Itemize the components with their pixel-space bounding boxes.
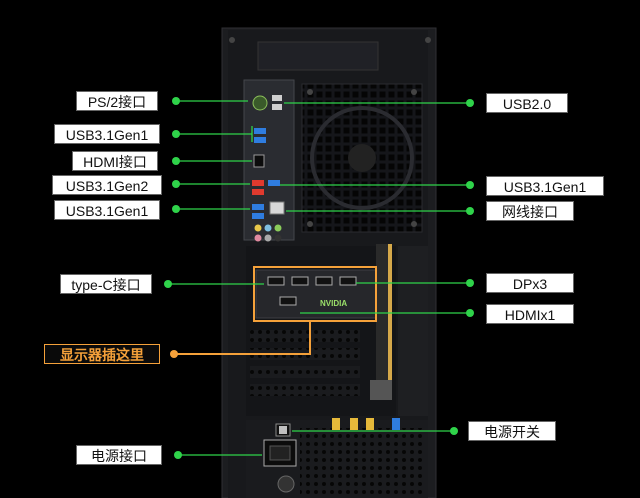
- label-usb31gen1-right: USB3.1Gen1: [486, 176, 604, 196]
- usb2-port-a: [272, 95, 282, 101]
- display-here-dot: [170, 350, 178, 358]
- leader-display-here: [174, 322, 311, 355]
- label-usb20: USB2.0: [486, 93, 568, 113]
- top-bracket: [257, 41, 379, 71]
- label-usb31gen1-top: USB3.1Gen1: [54, 124, 160, 144]
- label-power-port: 电源接口: [76, 445, 162, 465]
- label-ps2: PS/2接口: [76, 91, 158, 111]
- ps2-port: [252, 95, 268, 111]
- lan-port: [269, 201, 285, 215]
- leader-usb31gen1-top: [176, 126, 253, 142]
- usb2-port-b: [272, 104, 282, 110]
- gpu-hdmi-port: [279, 296, 297, 306]
- label-display-here: 显示器插这里: [44, 344, 160, 364]
- label-typec: type-C接口: [60, 274, 152, 294]
- psu-fan-grill: [300, 428, 422, 498]
- label-hdmi-io: HDMI接口: [72, 151, 158, 171]
- label-dp: DPx3: [486, 273, 574, 293]
- label-power-switch: 电源开关: [468, 421, 556, 441]
- power-inlet: [263, 439, 297, 467]
- dp-port-4: [339, 276, 357, 286]
- io-hdmi-port: [253, 154, 265, 168]
- label-hdmi-gpu: HDMIx1: [486, 304, 574, 324]
- gpu-highlight-box: [253, 266, 377, 322]
- dp-port-3: [315, 276, 333, 286]
- dp-port-1: [267, 276, 285, 286]
- label-usb31gen2: USB3.1Gen2: [52, 175, 162, 195]
- label-lan: 网线接口: [486, 201, 574, 221]
- gpu-brand-text: NVIDIA: [320, 299, 347, 308]
- dp-port-2: [291, 276, 309, 286]
- label-usb31gen1-bottom: USB3.1Gen1: [54, 200, 160, 220]
- io-shield: [243, 79, 295, 241]
